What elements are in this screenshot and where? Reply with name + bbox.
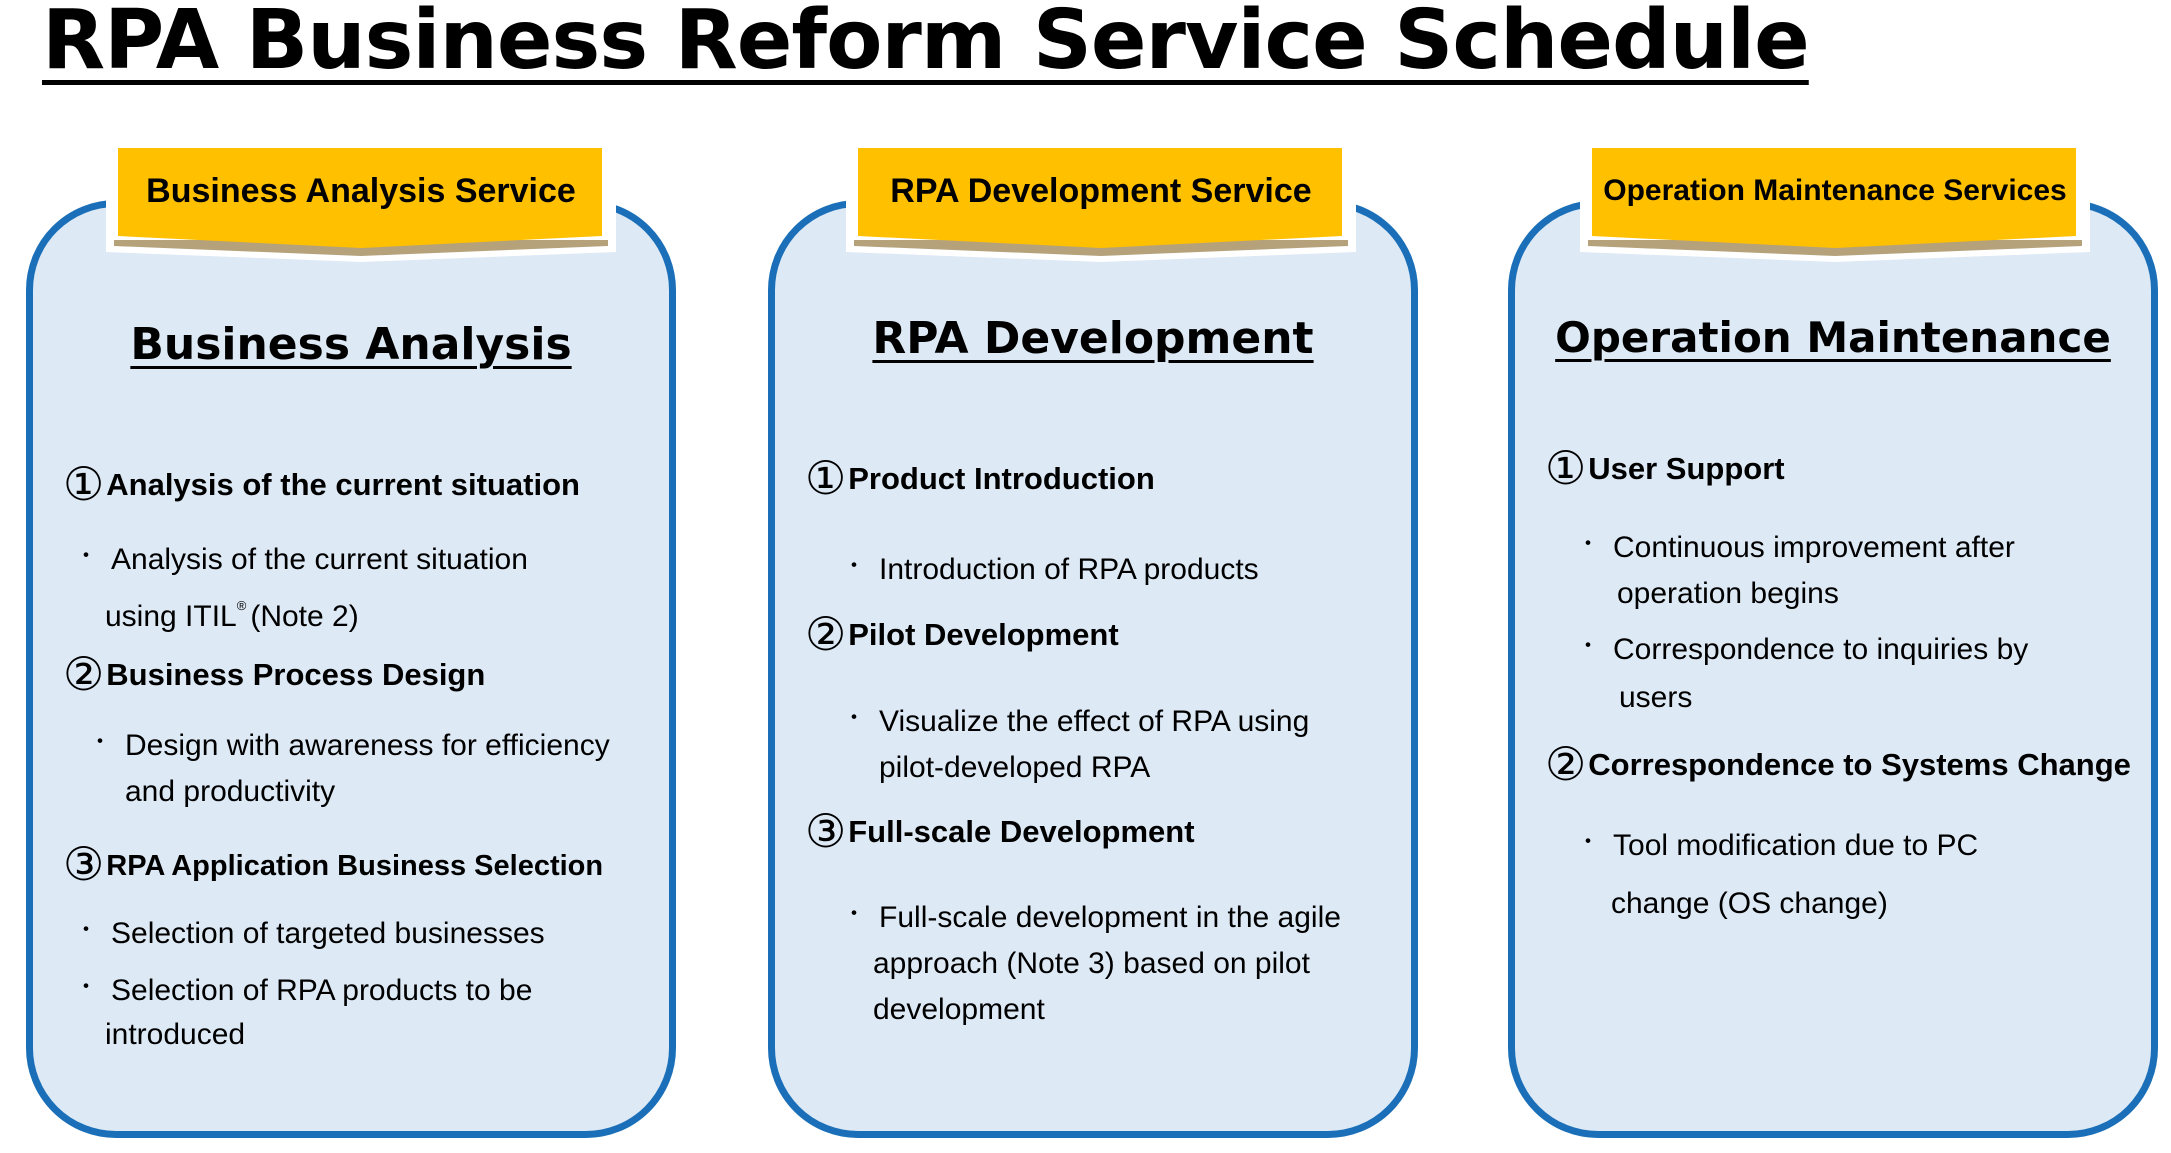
bullet-icon: ・ (843, 553, 866, 578)
item-line: Selection of targeted businesses (111, 917, 545, 950)
list-item: approach (Note 3) based on pilot (873, 939, 1310, 989)
banner-shape (1580, 141, 2090, 262)
list-item: and productivity (125, 767, 335, 817)
list-item: introduced (105, 1010, 245, 1060)
bullet-icon: ・ (89, 729, 112, 754)
card-heading: Business Analysis (130, 319, 572, 370)
item-line: Selection of RPA products to be (111, 974, 533, 1007)
number-badge: ② (805, 607, 847, 661)
section-title: ③Full-scale Development (805, 804, 1195, 858)
section-title: ②Pilot Development (805, 607, 1119, 661)
banner-shape (106, 141, 616, 262)
list-item: ・ Design with awareness for efficiency (89, 717, 610, 771)
list-item: ・ Visualize the effect of RPA using (843, 693, 1309, 747)
section-title-text: Analysis of the current situation (106, 467, 580, 502)
number-badge: ③ (805, 804, 847, 858)
number-badge: ② (1545, 737, 1587, 791)
bullet-icon: ・ (1577, 531, 1600, 556)
item-line: introduced (105, 1018, 246, 1051)
card-heading: RPA Development (872, 313, 1314, 364)
section-title-text: Pilot Development (848, 617, 1119, 652)
item-line: Correspondence to inquiries by (1613, 633, 2029, 666)
list-item: ・ Analysis of the current situation (75, 531, 528, 585)
item-note: (Note 2) (250, 600, 359, 633)
bullet-icon: ・ (75, 974, 98, 999)
item-line: development (873, 993, 1045, 1026)
banner-shape (846, 141, 1356, 262)
rpa-development-card: RPA Development ①Product Introduction ・ I… (768, 200, 1418, 1138)
item-line: pilot-developed RPA (879, 751, 1151, 784)
item-line: and productivity (125, 775, 336, 808)
banner-label: Operation Maintenance Services (1603, 174, 2067, 207)
number-badge: ② (63, 647, 105, 701)
bullet-icon: ・ (843, 705, 866, 730)
banner-label: RPA Development Service (890, 172, 1312, 210)
business-analysis-card: Business Analysis ①Analysis of the curre… (26, 200, 676, 1138)
list-item: ・ Tool modification due to PC (1577, 817, 1978, 871)
section-title-text: Full-scale Development (848, 814, 1195, 849)
bullet-icon: ・ (75, 917, 98, 942)
number-badge: ① (805, 451, 847, 505)
section-title-text: Business Process Design (106, 657, 486, 692)
section-title-text: Product Introduction (848, 461, 1155, 496)
number-badge: ① (1545, 441, 1587, 495)
number-badge: ③ (63, 837, 105, 891)
item-line: change (OS change) (1611, 887, 1888, 920)
item-line: Design with awareness for efficiency (125, 729, 610, 762)
operation-maintenance-card: Operation Maintenance ①User Support ・ Con… (1508, 200, 2158, 1138)
bullet-icon: ・ (1577, 633, 1600, 658)
list-item: users (1619, 673, 1692, 723)
item-line: users (1619, 681, 1693, 714)
rpa-development-service-banner: RPA Development Service (846, 136, 1356, 262)
operation-maintenance-services-banner: Operation Maintenance Services (1580, 136, 2090, 262)
section-title-text: User Support (1588, 451, 1785, 486)
number-badge: ① (63, 457, 105, 511)
item-line: Analysis of the current situation (111, 543, 528, 576)
list-item: ・ Full-scale development in the agile (843, 889, 1341, 943)
banner-label: Business Analysis Service (146, 172, 576, 210)
list-item: using ITIL®(Note 2) (105, 581, 359, 642)
section-title: ②Business Process Design (63, 647, 485, 701)
section-title: ①User Support (1545, 441, 1785, 495)
item-line: Continuous improvement after (1613, 531, 2015, 564)
list-item: development (873, 985, 1045, 1035)
bullet-icon: ・ (75, 543, 98, 568)
bullet-icon: ・ (843, 901, 866, 926)
registered-mark: ® (236, 598, 247, 613)
section-title: ③RPA Application Business Selection (63, 837, 603, 891)
item-line: operation begins (1617, 577, 1839, 610)
list-item: operation begins (1617, 569, 1839, 619)
list-item: ・ Correspondence to inquiries by (1577, 621, 2028, 675)
section-title-text: RPA Application Business Selection (106, 850, 604, 882)
item-line: using ITIL (105, 600, 237, 633)
business-analysis-service-banner: Business Analysis Service (106, 136, 616, 262)
item-line: approach (Note 3) based on pilot (873, 947, 1310, 980)
section-title: ②Correspondence to Systems Change (1545, 737, 2131, 791)
list-item: pilot-developed RPA (879, 743, 1150, 793)
item-line: Tool modification due to PC (1613, 829, 1979, 862)
list-item: ・ Selection of targeted businesses (75, 905, 545, 959)
list-item: ・ Continuous improvement after (1577, 519, 2015, 573)
list-item: change (OS change) (1611, 879, 1888, 929)
card-heading: Operation Maintenance (1555, 313, 2111, 362)
page-title: RPA Business Reform Service Schedule (42, 0, 1810, 88)
section-title-text: Correspondence to Systems Change (1588, 747, 2131, 782)
item-line: Visualize the effect of RPA using (879, 705, 1310, 738)
section-title: ①Analysis of the current situation (63, 457, 580, 511)
section-title: ①Product Introduction (805, 451, 1155, 505)
list-item: ・ Selection of RPA products to be (75, 962, 532, 1016)
item-line: Introduction of RPA products (879, 553, 1259, 586)
item-line: Full-scale development in the agile (879, 901, 1341, 934)
bullet-icon: ・ (1577, 829, 1600, 854)
list-item: ・ Introduction of RPA products (843, 541, 1259, 595)
